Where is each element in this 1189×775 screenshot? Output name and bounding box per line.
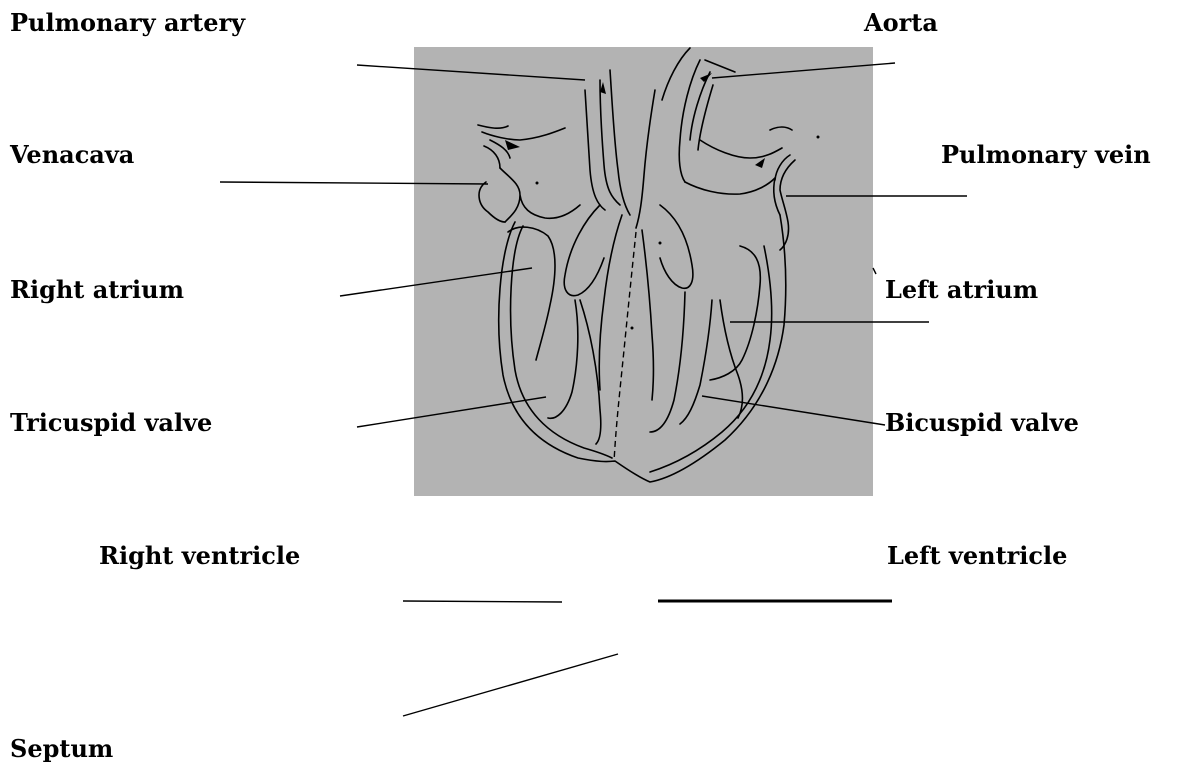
label-aorta: Aorta [864, 11, 938, 35]
dot-mark [631, 327, 634, 330]
label-venacava: Venacava [10, 143, 134, 167]
leader-septum [403, 654, 618, 716]
label-bicuspid-valve: Bicuspid valve [885, 411, 1079, 435]
label-left-ventricle: Left ventricle [887, 544, 1067, 568]
leader-right-ventricle [403, 601, 562, 602]
label-right-ventricle: Right ventricle [99, 544, 300, 568]
leader-left-atrium-tick [873, 268, 876, 274]
label-pulmonary-artery: Pulmonary artery [10, 11, 245, 35]
heart-image-panel [414, 47, 873, 496]
dot-mark [817, 136, 820, 139]
label-right-atrium: Right atrium [10, 278, 184, 302]
label-septum: Septum [10, 737, 113, 761]
dot-mark [536, 182, 539, 185]
label-tricuspid-valve: Tricuspid valve [10, 411, 212, 435]
label-left-atrium: Left atrium [885, 278, 1038, 302]
dot-mark [659, 242, 662, 245]
label-pulmonary-vein: Pulmonary vein [941, 143, 1151, 167]
